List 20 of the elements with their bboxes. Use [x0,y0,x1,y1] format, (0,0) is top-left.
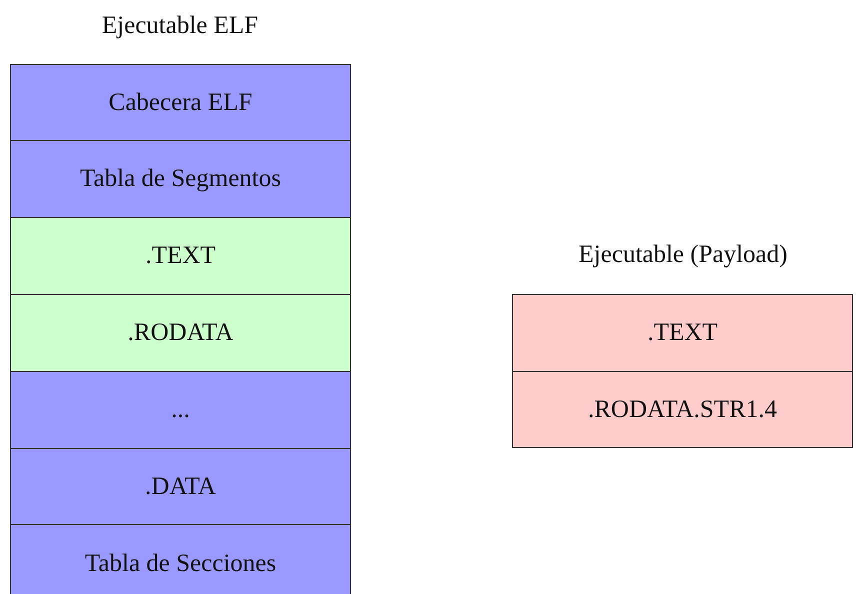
section-name: .TEXT [145,242,216,270]
memory-section-box [10,64,351,141]
section-name: Tabla de Segmentos [80,165,281,193]
section-name: .RODATA.STR1.4 [588,396,777,424]
memory-section-box [10,217,351,295]
column-heading: Ejecutable (Payload) [578,241,788,269]
memory-section-box [10,524,351,594]
section-name: Cabecera ELF [108,88,252,116]
section-name: .DATA [145,472,216,500]
section-name: Tabla de Secciones [84,550,276,578]
memory-section-box [10,140,351,218]
memory-section-box [512,294,853,372]
section-name: .RODATA [128,319,234,347]
memory-section-box [10,371,351,449]
section-name: ... [171,396,190,424]
memory-section-box [10,448,351,525]
memory-section-box [512,371,853,448]
column-heading: Ejecutable ELF [102,12,258,40]
memory-section-box [10,294,351,372]
section-name: .TEXT [647,319,718,347]
